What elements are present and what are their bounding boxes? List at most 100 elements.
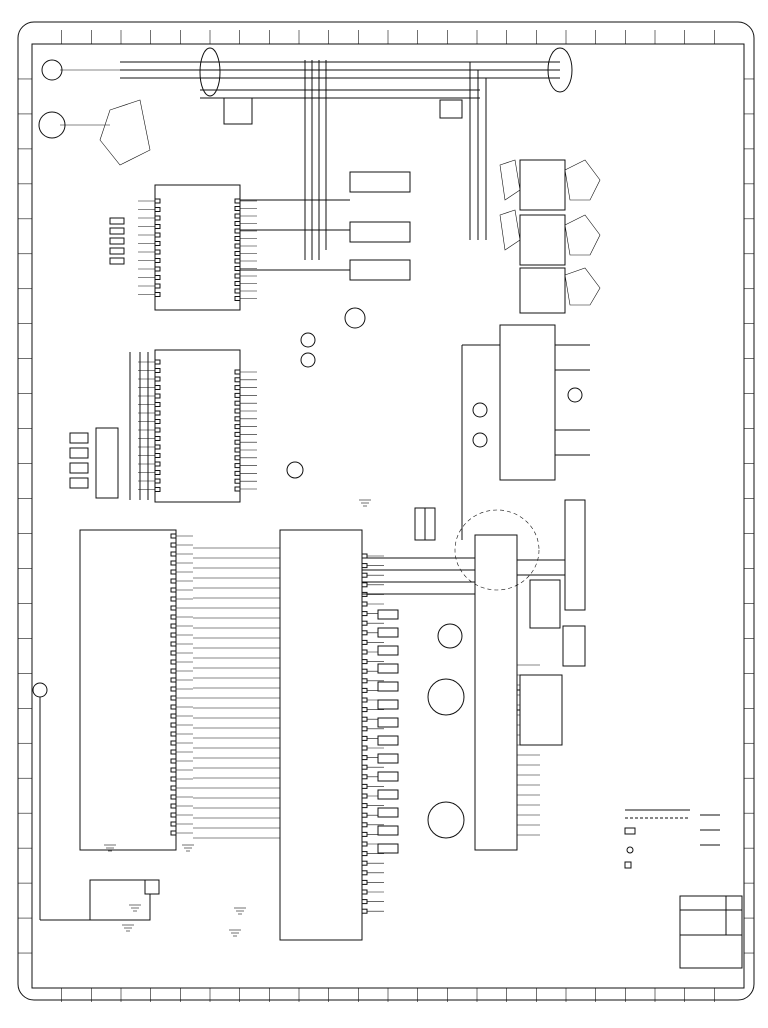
pin-terminal [154, 232, 161, 238]
pin-terminal [234, 288, 241, 294]
pin-terminal [361, 879, 368, 885]
pin-terminal [154, 266, 161, 272]
pin-terminal [234, 236, 241, 241]
pin-terminal [361, 553, 368, 559]
connector-box [377, 681, 399, 692]
pin-terminal [170, 587, 177, 593]
pin-terminal [361, 668, 368, 674]
pin-terminal [154, 241, 161, 246]
pin-terminal [170, 713, 177, 719]
pin-terminal [154, 249, 161, 255]
pin-terminal [154, 258, 161, 263]
pin-terminal [154, 359, 161, 365]
pin-terminal [154, 292, 161, 297]
zone-grid [18, 30, 754, 1002]
pin-terminal [361, 793, 368, 799]
pin-terminal [234, 206, 241, 211]
pcm-mm-wiring [193, 547, 280, 839]
connector-box [377, 609, 399, 620]
pin-terminal [234, 447, 241, 453]
pin-terminal [154, 444, 161, 450]
pin-terminal [361, 774, 368, 780]
symbol-key [624, 809, 720, 869]
compressor-motor-icon [437, 623, 463, 649]
motor-terminal-icon [547, 47, 573, 93]
pin-terminal [361, 611, 368, 617]
pin-terminal [170, 740, 177, 746]
fuse-block-icon [199, 47, 221, 97]
pin-terminal [234, 251, 241, 256]
pin-terminal [154, 410, 161, 416]
pin-terminal [361, 716, 368, 722]
pin-terminal [361, 601, 368, 607]
pin-terminal [154, 385, 161, 390]
connector-box [377, 663, 399, 674]
pin-terminal [361, 860, 368, 866]
pin-terminal [361, 659, 368, 665]
connector-box [377, 699, 399, 710]
pin-terminal [154, 427, 161, 433]
title-block [679, 895, 743, 969]
pin-terminal [234, 266, 241, 271]
pin-terminal [234, 431, 241, 437]
pin-terminal [170, 650, 177, 656]
pin-terminal [361, 870, 368, 876]
pin-terminal [234, 213, 241, 219]
pin-terminal [170, 641, 177, 647]
pin-terminal [154, 207, 161, 212]
fan-motor-icon [344, 307, 366, 329]
pin-terminal [361, 783, 368, 789]
connector-box [377, 807, 399, 818]
pin-terminal [170, 686, 177, 692]
pin-terminal [170, 785, 177, 791]
pin-terminal [170, 596, 177, 602]
pin-terminal [170, 722, 177, 728]
pin-terminal [170, 668, 177, 674]
pin-terminal [154, 368, 161, 373]
pin-terminal [361, 649, 368, 655]
block-encu [461, 324, 590, 540]
connector-box [377, 735, 399, 746]
pin-terminal [154, 215, 161, 221]
pin-terminal [361, 563, 368, 569]
pin-terminal [234, 439, 241, 445]
pin-terminal [234, 400, 241, 406]
terminal-strip-left [69, 217, 125, 499]
pin-terminal [361, 707, 368, 713]
pin-terminal [154, 224, 161, 229]
pin-terminal [234, 258, 241, 264]
block-sm [362, 507, 540, 851]
battery-icon [32, 682, 48, 698]
pin-terminal [154, 198, 161, 204]
connector-box [377, 645, 399, 656]
condenser-fan-motors [499, 159, 601, 314]
pin-terminal [361, 687, 368, 693]
pin-terminal [361, 678, 368, 684]
sensor-icon [472, 432, 488, 448]
pin-terminal [234, 416, 241, 422]
ground-symbols [104, 499, 371, 937]
power-input-section [38, 47, 573, 260]
pin-terminal [361, 620, 368, 626]
pin-terminal [154, 470, 161, 475]
pin-terminal [170, 578, 177, 584]
pin-terminal [361, 755, 368, 761]
sensor-icon [286, 461, 304, 479]
pin-terminal [154, 393, 161, 399]
pin-terminal [170, 704, 177, 710]
pin-terminal [154, 436, 161, 441]
pin-terminal [170, 623, 177, 629]
pin-terminal [361, 851, 368, 857]
pin-terminal [170, 677, 177, 683]
pin-terminal [361, 582, 368, 588]
pin-terminal [170, 731, 177, 737]
pin-terminal [234, 470, 241, 476]
connector-box [377, 717, 399, 728]
pin-terminal [154, 487, 161, 492]
pin-terminal [361, 697, 368, 703]
pin-terminal [361, 572, 368, 578]
pin-terminal [361, 889, 368, 895]
pin-terminal [154, 461, 161, 467]
compressor-motor-icon [427, 801, 465, 839]
